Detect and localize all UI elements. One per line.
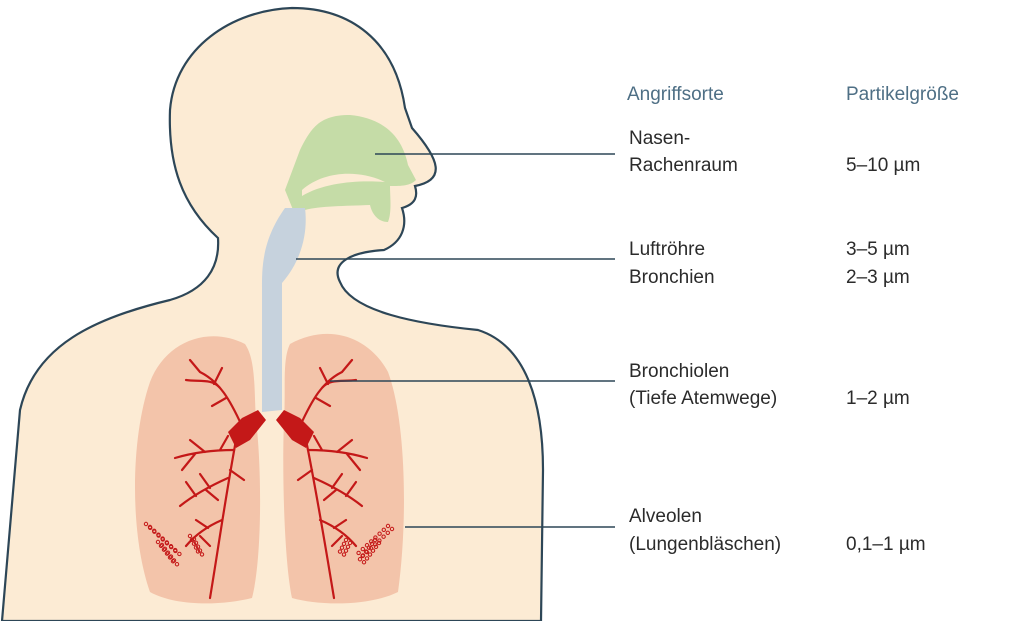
site-label-line1: Nasen- — [629, 125, 690, 152]
site-label-line1: Bronchiolen — [629, 358, 729, 385]
left-lung — [135, 336, 260, 603]
site-label-line2: Rachenraum — [629, 152, 738, 179]
site-label-line2: (Tiefe Atemwege) — [629, 385, 777, 412]
particle-size-value: 1–2 µm — [846, 385, 910, 412]
site-label-line2: (Lungenbläschen) — [629, 531, 781, 558]
particle-size-value: 0,1–1 µm — [846, 531, 926, 558]
particle-size-value: 5–10 µm — [846, 152, 920, 179]
right-lung — [283, 334, 404, 604]
particle-size-value: 2–3 µm — [846, 264, 910, 291]
particle-size-value: 3–5 µm — [846, 236, 910, 263]
site-label-line2: Bronchien — [629, 264, 715, 291]
site-label-line1: Alveolen — [629, 503, 702, 530]
site-label-line1: Luftröhre — [629, 236, 705, 263]
column-header-attack-site: Angriffsorte — [627, 81, 724, 108]
column-header-particle-size: Partikelgröße — [846, 81, 959, 108]
